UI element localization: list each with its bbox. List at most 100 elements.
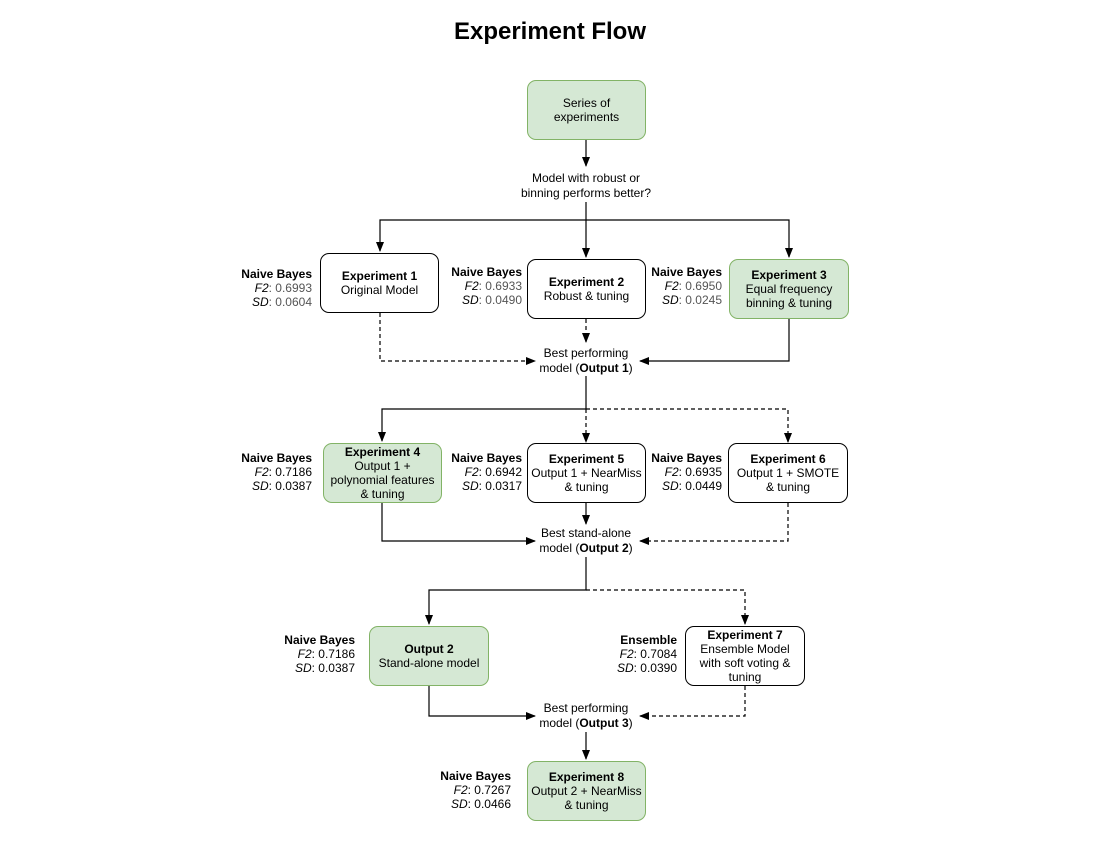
experiment-5-f2: 0.6942 <box>485 465 522 479</box>
f2-label: F2 <box>619 647 634 661</box>
experiment-2-title: Experiment 2 <box>548 275 625 289</box>
experiment-7-model: Ensemble <box>620 633 677 647</box>
experiment-4-box[interactable]: Experiment 4 Output 1 + polynomial featu… <box>323 443 442 503</box>
experiment-8-subtitle: Output 2 + NearMiss & tuning <box>531 784 642 812</box>
experiment-6-box[interactable]: Experiment 6 Output 1 + SMOTE & tuning <box>728 443 848 503</box>
standalone-output-box[interactable]: Output 2 Stand-alone model <box>369 626 489 686</box>
sd-label: SD <box>661 479 679 493</box>
experiment-8-model: Naive Bayes <box>440 769 511 783</box>
output-3-node: Best performing model (Output 3) <box>505 701 667 731</box>
edge-output1-to-exp4 <box>378 376 587 442</box>
f2-label: F2 <box>254 281 269 295</box>
standalone-output-f2: 0.7186 <box>318 647 355 661</box>
sd-label: SD <box>294 661 312 675</box>
output-1-node: Best performing model (Output 1) <box>505 346 667 376</box>
experiment-6-f2: 0.6935 <box>685 465 722 479</box>
f2-label: F2 <box>453 783 468 797</box>
experiment-6-model: Naive Bayes <box>651 451 722 465</box>
edge-exp7-to-output3 <box>639 686 746 720</box>
output-3-name: Output 3 <box>579 716 629 730</box>
decision-line-2: binning performs better? <box>520 186 652 200</box>
experiment-7-f2: 0.7084 <box>640 647 677 661</box>
edge-exp3-to-output1 <box>639 319 790 365</box>
sd-label: SD <box>450 797 468 811</box>
experiment-5-model: Naive Bayes <box>451 451 522 465</box>
edge-output2-to-exp7 <box>586 589 749 625</box>
experiment-1-box[interactable]: Experiment 1 Original Model <box>320 253 439 313</box>
output-2-prefix: Best stand-alone <box>540 526 632 540</box>
experiment-4-sd: 0.0387 <box>275 479 312 493</box>
edge-question-to-exp3 <box>586 219 793 258</box>
experiment-8-box[interactable]: Experiment 8 Output 2 + NearMiss & tunin… <box>527 761 646 821</box>
output-3-pre: model ( <box>539 716 580 730</box>
experiment-3-metrics: Naive Bayes F2: 0.6950 SD: 0.0245 <box>651 265 722 307</box>
edge-exp6-to-output2 <box>639 503 789 545</box>
standalone-output-metrics: Naive Bayes F2: 0.7186 SD: 0.0387 <box>284 633 355 675</box>
experiment-3-title: Experiment 3 <box>751 268 827 282</box>
output-2-name: Output 2 <box>579 541 629 555</box>
sd-label: SD <box>661 293 679 307</box>
f2-label: F2 <box>664 279 679 293</box>
experiment-1-metrics: Naive Bayes F2: 0.6993 SD: 0.0604 <box>241 267 312 309</box>
sd-label: SD <box>251 295 269 309</box>
f2-label: F2 <box>464 465 479 479</box>
experiment-4-title: Experiment 4 <box>344 445 421 459</box>
standalone-output-subtitle: Stand-alone model <box>378 656 480 670</box>
experiment-2-model: Naive Bayes <box>451 265 522 279</box>
edge-exp4-to-output2 <box>381 503 536 545</box>
experiment-4-model: Naive Bayes <box>241 451 312 465</box>
experiment-3-f2: 0.6950 <box>685 279 722 293</box>
experiment-7-box[interactable]: Experiment 7 Ensemble Model with soft vo… <box>685 626 805 686</box>
start-box-label: Series of experiments <box>553 96 620 124</box>
experiment-7-title: Experiment 7 <box>707 628 783 642</box>
f2-label: F2 <box>254 465 269 479</box>
output-1-post: ) <box>628 361 633 375</box>
experiment-1-f2: 0.6993 <box>275 281 312 295</box>
output-3-post: ) <box>628 716 633 730</box>
edge-exp1-to-output1 <box>379 313 536 365</box>
experiment-8-metrics: Naive Bayes F2: 0.7267 SD: 0.0466 <box>440 769 511 811</box>
edge-output1-to-exp6 <box>586 408 792 443</box>
experiment-2-sd: 0.0490 <box>485 293 522 307</box>
start-box[interactable]: Series of experiments <box>527 80 646 140</box>
experiment-1-subtitle: Original Model <box>340 283 419 297</box>
decision-line-1: Model with robust or <box>531 171 641 185</box>
experiment-6-sd: 0.0449 <box>685 479 722 493</box>
page-title: Experiment Flow <box>453 18 647 45</box>
standalone-output-title: Output 2 <box>404 642 454 656</box>
output-2-node: Best stand-alone model (Output 2) <box>505 526 667 556</box>
experiment-3-subtitle: Equal frequency binning & tuning <box>745 282 833 310</box>
experiment-6-metrics: Naive Bayes F2: 0.6935 SD: 0.0449 <box>651 451 722 493</box>
f2-label: F2 <box>297 647 312 661</box>
experiment-1-sd: 0.0604 <box>275 295 312 309</box>
experiment-2-box[interactable]: Experiment 2 Robust & tuning <box>527 259 646 319</box>
experiment-6-subtitle: Output 1 + SMOTE & tuning <box>736 466 840 494</box>
experiment-5-metrics: Naive Bayes F2: 0.6942 SD: 0.0317 <box>451 451 522 493</box>
output-2-pre: model ( <box>539 541 580 555</box>
experiment-3-box[interactable]: Experiment 3 Equal frequency binning & t… <box>729 259 849 319</box>
experiment-5-box[interactable]: Experiment 5 Output 1 + NearMiss & tunin… <box>527 443 646 503</box>
experiment-2-f2: 0.6933 <box>485 279 522 293</box>
sd-label: SD <box>461 479 479 493</box>
experiment-8-title: Experiment 8 <box>548 770 625 784</box>
experiment-8-f2: 0.7267 <box>474 783 511 797</box>
experiment-3-model: Naive Bayes <box>651 265 722 279</box>
experiment-5-title: Experiment 5 <box>548 452 625 466</box>
experiment-8-sd: 0.0466 <box>474 797 511 811</box>
sd-label: SD <box>616 661 634 675</box>
output-3-prefix: Best performing <box>543 701 629 715</box>
edge-standalone-to-output3 <box>428 686 536 720</box>
experiment-4-f2: 0.7186 <box>275 465 312 479</box>
experiment-1-model: Naive Bayes <box>241 267 312 281</box>
experiment-7-metrics: Ensemble F2: 0.7084 SD: 0.0390 <box>616 633 677 675</box>
output-2-post: ) <box>628 541 633 555</box>
experiment-4-subtitle: Output 1 + polynomial features & tuning <box>330 459 435 501</box>
experiment-4-metrics: Naive Bayes F2: 0.7186 SD: 0.0387 <box>241 451 312 493</box>
f2-label: F2 <box>664 465 679 479</box>
decision-question: Model with robust or binning performs be… <box>490 171 682 201</box>
experiment-1-title: Experiment 1 <box>341 269 418 283</box>
experiment-7-sd: 0.0390 <box>640 661 677 675</box>
experiment-7-subtitle: Ensemble Model with soft voting & tuning <box>699 642 791 684</box>
